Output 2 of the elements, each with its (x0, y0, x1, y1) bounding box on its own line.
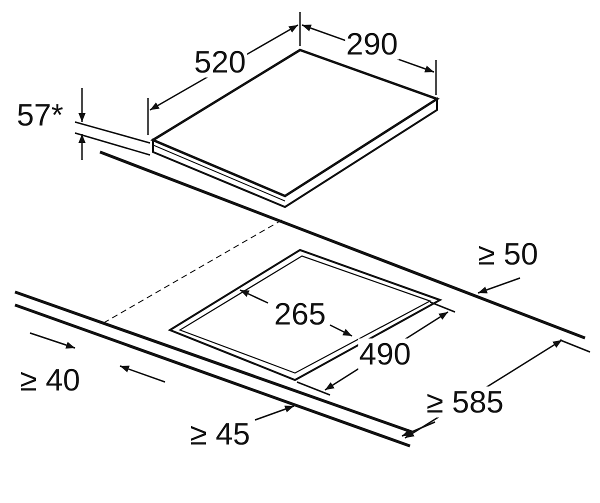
dimension-label: 490 (358, 338, 412, 370)
dimension-label: ≥ 585 (425, 386, 505, 418)
